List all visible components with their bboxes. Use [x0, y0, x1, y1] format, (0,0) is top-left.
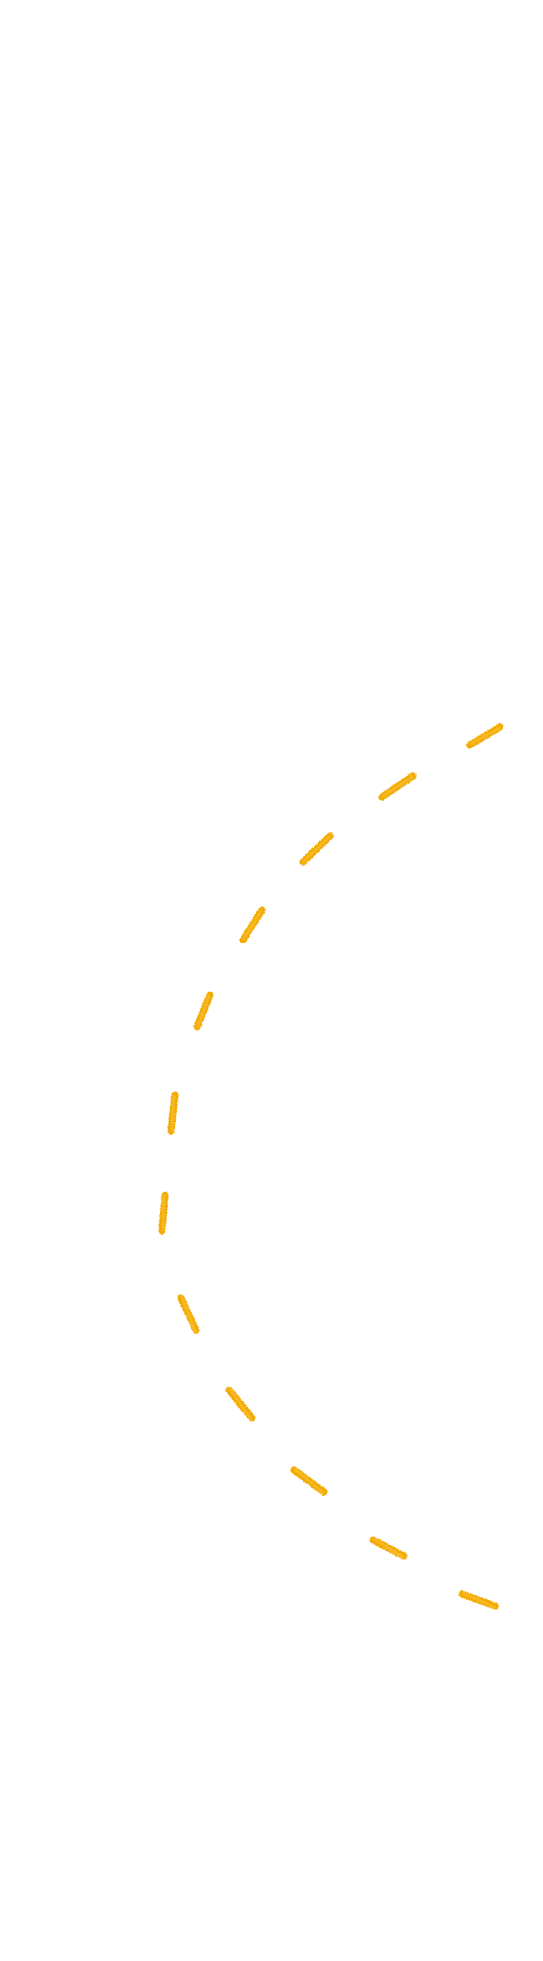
arc-dash-highlight-3 [302, 835, 331, 863]
arc-dash-highlight-5 [196, 994, 211, 1028]
arc-dash-highlight-12 [461, 1591, 496, 1609]
arc-dash-highlight-7 [161, 1194, 166, 1232]
arc-dash-highlight-1 [469, 726, 501, 746]
arc-dash-highlight-8 [180, 1295, 197, 1333]
arc-dash-highlight-4 [242, 909, 263, 941]
arc-dash-group [158, 723, 504, 1610]
arc-dash-highlight-9 [228, 1387, 253, 1421]
arc-dash-highlight-10 [293, 1467, 325, 1495]
arc-dash-highlight-6 [170, 1094, 176, 1132]
arc-dash-highlight-2 [381, 775, 414, 798]
arc-dash-highlight-11 [372, 1537, 405, 1559]
